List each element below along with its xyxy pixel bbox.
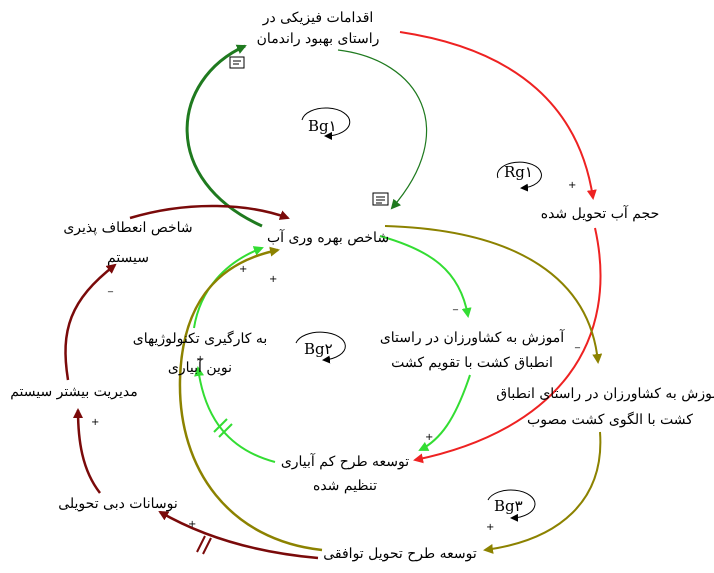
link-training-calendar-to-deficit-irrigation xyxy=(418,374,471,451)
delay-mark-1 xyxy=(213,418,228,433)
link-productivity-to-training-calendar xyxy=(379,235,472,318)
node-training-calendar: آموزش به کشاورزان در راستای انطباق کشت ب… xyxy=(380,328,565,371)
polarity-green-2: + xyxy=(425,432,433,443)
polarity-maroon-2: + xyxy=(91,417,99,428)
link-physical-to-delivered-water xyxy=(399,31,597,200)
polarity-maroon-3: _ xyxy=(107,282,114,293)
loop-bg3: Bg۳ xyxy=(487,489,536,522)
svg-text:Rg۱: Rg۱ xyxy=(504,163,533,181)
polarity-green-1: _ xyxy=(452,300,459,311)
polarity-olive-3: + xyxy=(486,522,494,533)
node-resilience: شاخص انعطاف پذیری سیستم xyxy=(63,220,192,266)
svg-text:Bg۳: Bg۳ xyxy=(494,497,523,515)
polarity-green-4: + xyxy=(239,264,247,275)
loop-rg1: Rg۱ xyxy=(496,161,542,192)
document-icon xyxy=(372,192,389,206)
svg-text:آموزش به کشاورزان در راستای: آموزش به کشاورزان در راستای xyxy=(380,328,565,346)
polarity-olive-2: _ xyxy=(574,338,581,349)
link-resilience-to-productivity xyxy=(129,204,290,220)
link-physical-to-productivity xyxy=(337,49,428,210)
svg-text:نوین آبیاری: نوین آبیاری xyxy=(168,358,232,376)
node-new-technologies: به کارگیری تکنولوژیهای نوین آبیاری xyxy=(133,330,267,376)
polarity-red-1: + xyxy=(568,180,576,191)
link-agreed-delivery-to-fluctuations xyxy=(158,510,319,560)
svg-text:به کارگیری تکنولوژیهای: به کارگیری تکنولوژیهای xyxy=(133,330,267,347)
node-agreed-delivery: توسعه طرح تحویل توافقی xyxy=(323,546,477,562)
node-physical-actions: اقدامات فیزیکی در راستای بهبود راندمان xyxy=(257,10,380,47)
link-deficit-irrigation-to-new-tech xyxy=(194,366,276,463)
node-deficit-irrigation: توسعه طرح کم آبیاری تنظیم شده xyxy=(281,452,409,494)
svg-text:شاخص انعطاف پذیری: شاخص انعطاف پذیری xyxy=(63,220,192,236)
polarity-olive-1: + xyxy=(269,274,277,285)
svg-text:اقدامات فیزیکی در: اقدامات فیزیکی در xyxy=(262,10,374,26)
svg-text:راستای بهبود راندمان: راستای بهبود راندمان xyxy=(257,31,380,47)
svg-text:آموزش به کشاورزان در راستای ان: آموزش به کشاورزان در راستای انطباق xyxy=(496,384,714,402)
node-system-management: مدیریت بیشتر سیستم xyxy=(10,384,138,400)
svg-text:توسعه طرح کم آبیاری: توسعه طرح کم آبیاری xyxy=(281,452,409,470)
delay-mark-3 xyxy=(196,535,206,553)
polarity-maroon-1: + xyxy=(188,519,196,530)
node-flow-fluctuations: نوسانات دبی تحویلی xyxy=(58,496,178,512)
svg-text:Bg۱: Bg۱ xyxy=(308,117,337,135)
loop-bg2: Bg۲ xyxy=(295,331,346,364)
loop-bg1: Bg۱ xyxy=(301,107,351,140)
link-fluctuations-to-management xyxy=(73,408,101,494)
link-productivity-to-physical xyxy=(185,44,263,228)
node-delivered-water: حجم آب تحویل شده xyxy=(541,204,660,222)
note-icon xyxy=(229,56,245,69)
link-agreed-delivery-to-productivity xyxy=(178,246,323,552)
link-management-to-resilience xyxy=(64,263,117,381)
polarity-green-3: + xyxy=(196,354,204,365)
svg-text:انطباق کشت با تقویم کشت: انطباق کشت با تقویم کشت xyxy=(391,355,553,371)
link-delivered-water-to-deficit-irrigation xyxy=(413,227,602,464)
link-productivity-to-training-pattern xyxy=(384,225,603,364)
link-new-tech-to-productivity xyxy=(193,246,264,329)
delay-mark-4 xyxy=(202,537,212,555)
svg-text:Bg۲: Bg۲ xyxy=(304,340,333,358)
node-water-productivity: شاخص بهره وری آب xyxy=(267,228,389,246)
svg-text:کشت با الگوی کشت مصوب: کشت با الگوی کشت مصوب xyxy=(527,411,693,428)
delay-mark-2 xyxy=(218,423,233,438)
link-training-pattern-to-agreed-delivery xyxy=(483,431,602,554)
svg-text:تنظیم شده: تنظیم شده xyxy=(313,478,377,494)
node-training-pattern: آموزش به کشاورزان در راستای انطباق کشت ب… xyxy=(496,384,714,428)
svg-text:سیستم: سیستم xyxy=(107,250,149,266)
